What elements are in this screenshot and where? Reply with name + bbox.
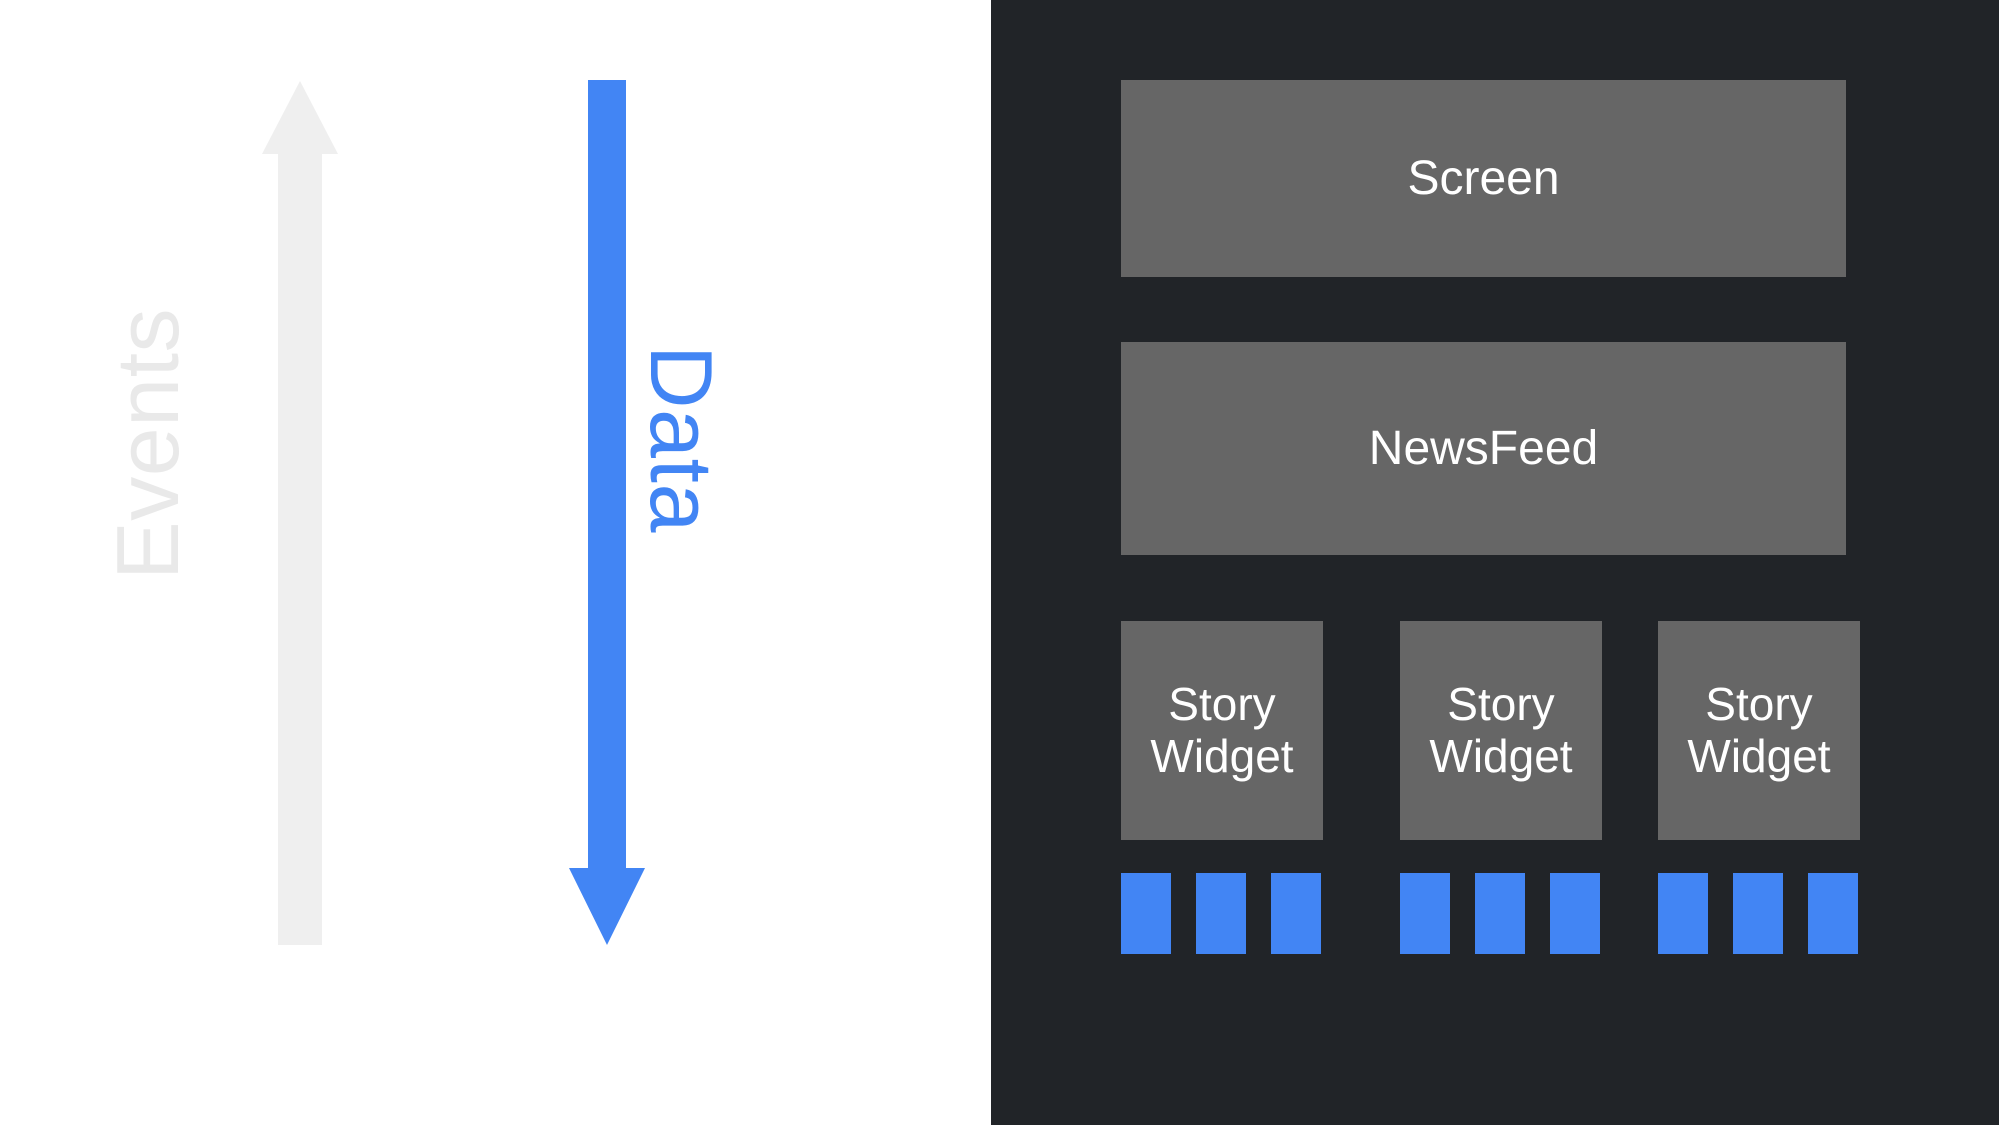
component-tree-pane: Screen NewsFeed Story Widget Story Widge… — [991, 0, 1999, 1125]
leaf-node-0-2[interactable] — [1271, 873, 1321, 954]
leaf-node-2-2[interactable] — [1808, 873, 1858, 954]
leaf-node-0-0[interactable] — [1121, 873, 1171, 954]
leaf-node-1-0[interactable] — [1400, 873, 1450, 954]
node-story-widget-0[interactable]: Story Widget — [1121, 621, 1323, 840]
leaf-node-1-1[interactable] — [1475, 873, 1525, 954]
story-widget-0-line2: Widget — [1150, 729, 1294, 782]
data-label: Data — [632, 345, 731, 533]
story-widget-1-line1: Story — [1447, 677, 1555, 730]
leaf-node-1-2[interactable] — [1550, 873, 1600, 954]
leaf-group-2 — [1658, 873, 1858, 954]
node-story-widget-2-label: Story Widget — [1687, 677, 1831, 782]
data-arrow — [560, 60, 660, 960]
leaf-group-1 — [1400, 873, 1600, 954]
story-widget-1-line2: Widget — [1429, 729, 1573, 782]
story-widget-2-line1: Story — [1705, 677, 1813, 730]
node-screen[interactable]: Screen — [1121, 80, 1846, 277]
node-story-widget-0-label: Story Widget — [1150, 677, 1294, 782]
node-story-widget-2[interactable]: Story Widget — [1658, 621, 1860, 840]
events-arrow — [255, 60, 355, 960]
node-story-widget-1-label: Story Widget — [1429, 677, 1573, 782]
leaf-node-2-1[interactable] — [1733, 873, 1783, 954]
node-screen-label: Screen — [1407, 151, 1560, 205]
events-arrow-icon — [262, 81, 338, 945]
flow-legend-pane: Events Data — [0, 0, 991, 1125]
leaf-group-0 — [1121, 873, 1321, 954]
node-newsfeed-label: NewsFeed — [1368, 421, 1599, 475]
story-widget-2-line2: Widget — [1687, 729, 1831, 782]
events-label: Events — [98, 307, 197, 580]
leaf-node-0-1[interactable] — [1196, 873, 1246, 954]
data-arrow-icon — [569, 80, 645, 945]
node-newsfeed[interactable]: NewsFeed — [1121, 342, 1846, 555]
story-widget-0-line1: Story — [1168, 677, 1276, 730]
leaf-node-2-0[interactable] — [1658, 873, 1708, 954]
node-story-widget-1[interactable]: Story Widget — [1400, 621, 1602, 840]
